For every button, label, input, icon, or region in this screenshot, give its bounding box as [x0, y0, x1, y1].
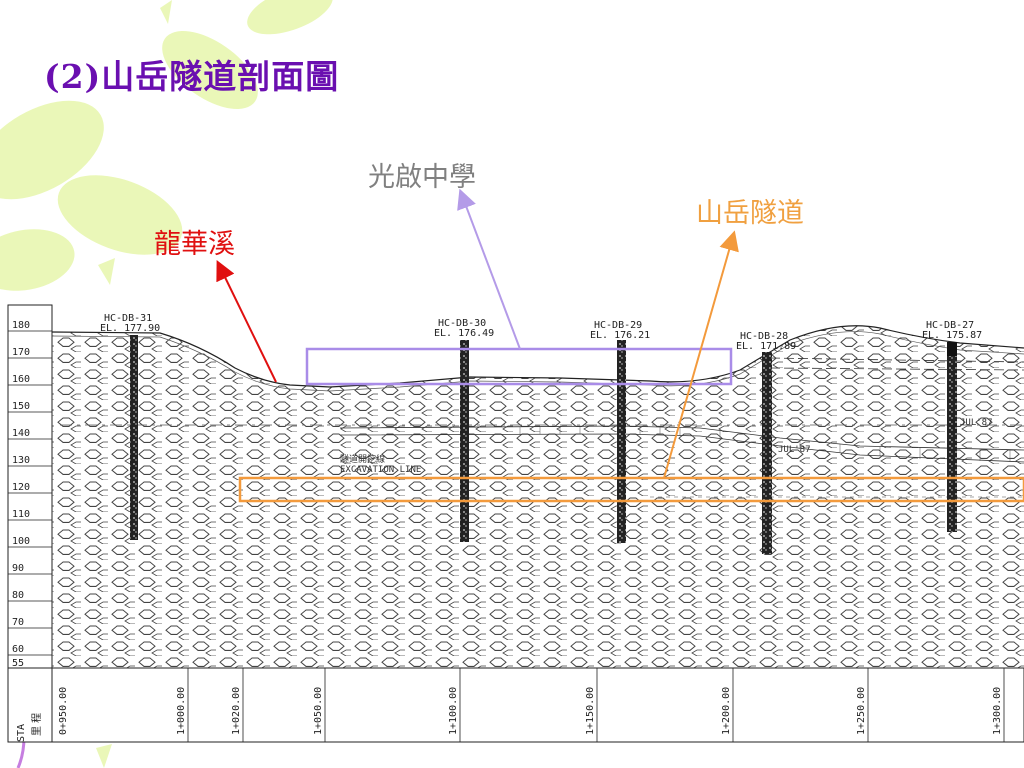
elevation-scale: 180 170 160 150 140 130 120 110 100 90 8…	[7, 304, 53, 669]
station-label: 1+300.00	[992, 687, 1003, 735]
borehole-elevation: EL. 177.90	[100, 323, 160, 334]
elevation-label: 100	[12, 536, 30, 547]
elevation-label: 80	[12, 590, 24, 601]
station-header: STA	[16, 724, 27, 742]
borehole-core	[460, 340, 469, 542]
elevation-label: 130	[12, 455, 30, 466]
elevation-label: 150	[12, 401, 30, 412]
leaf-decoration	[57, 175, 183, 255]
borehole-core	[130, 335, 138, 540]
borehole-core	[762, 352, 772, 554]
elevation-label: 160	[12, 374, 30, 385]
elevation-label: 60	[12, 644, 24, 655]
station-label: 1+150.00	[585, 687, 596, 735]
station-label: 1+050.00	[313, 687, 324, 735]
school-arrow	[457, 188, 521, 350]
callout-school-label: 光啟中學	[368, 162, 476, 193]
station-label: 1+000.00	[176, 687, 187, 735]
leaf-decoration	[160, 0, 172, 24]
station-label: 1+200.00	[721, 687, 732, 735]
tunnel-alignment	[60, 424, 1024, 498]
borehole-elevation: EL. 171.89	[736, 341, 796, 352]
elevation-label: 70	[12, 617, 24, 628]
elevation-label: 55	[12, 658, 24, 669]
borehole-id: HC-DB-30	[438, 318, 486, 329]
borehole-core	[947, 342, 957, 532]
elevation-label: 120	[12, 482, 30, 493]
tunnel-highlight-box	[238, 476, 1024, 503]
leaf-decoration	[98, 258, 115, 285]
elevation-label: 180	[12, 320, 30, 331]
leaf-decoration	[96, 744, 112, 768]
station-header-cn: 里 程	[31, 713, 43, 736]
boreholes	[130, 335, 957, 554]
creek-arrow	[216, 260, 277, 383]
borehole-elevation: EL. 176.21	[590, 330, 650, 341]
elevation-label: 90	[12, 563, 24, 574]
leaf-decoration	[0, 100, 104, 200]
surface-structure	[769, 357, 1024, 363]
leaf-decoration	[162, 30, 258, 110]
station-label: 1+020.00	[231, 687, 242, 735]
callout-creek-label: 龍華溪	[154, 229, 235, 260]
station-band: STA 里 程 0+950.00 1+000.00 1+020.00 1+050…	[7, 667, 1024, 743]
elevation-label: 140	[12, 428, 30, 439]
elevation-label: 110	[12, 509, 30, 520]
callout-tunnel-label: 山岳隧道	[696, 198, 804, 229]
excavation-label-en: EXCAVATION LINE	[340, 465, 421, 475]
borehole-id: HC-DB-29	[594, 320, 642, 331]
ground-surface-line	[51, 325, 1024, 388]
elevation-label: 170	[12, 347, 30, 358]
borehole-id: HC-DB-28	[740, 331, 788, 342]
surface-structure	[769, 367, 1024, 371]
soil-hatch	[52, 325, 1024, 668]
borehole-core	[617, 340, 626, 543]
leaf-decoration	[0, 229, 75, 291]
tunnel-arrow	[663, 230, 739, 479]
borehole-id: HC-DB-31	[104, 313, 152, 324]
borehole-elevation: EL. 175.87	[922, 330, 982, 341]
station-label: 1+250.00	[856, 687, 867, 735]
borehole-elevation: EL. 176.49	[434, 328, 494, 339]
annotation-label: JUL'87	[778, 445, 811, 455]
slide-title: (2)山岳隧道剖面圖	[44, 57, 340, 96]
station-label: 0+950.00	[58, 687, 69, 735]
annotation-label: JUL'87	[960, 418, 993, 428]
borehole-id: HC-DB-27	[926, 320, 974, 331]
borehole-cap	[947, 342, 957, 356]
excavation-label-cn: 隧道開挖線	[340, 453, 385, 465]
station-label: 1+100.00	[448, 687, 459, 735]
leaf-decoration	[247, 0, 333, 35]
